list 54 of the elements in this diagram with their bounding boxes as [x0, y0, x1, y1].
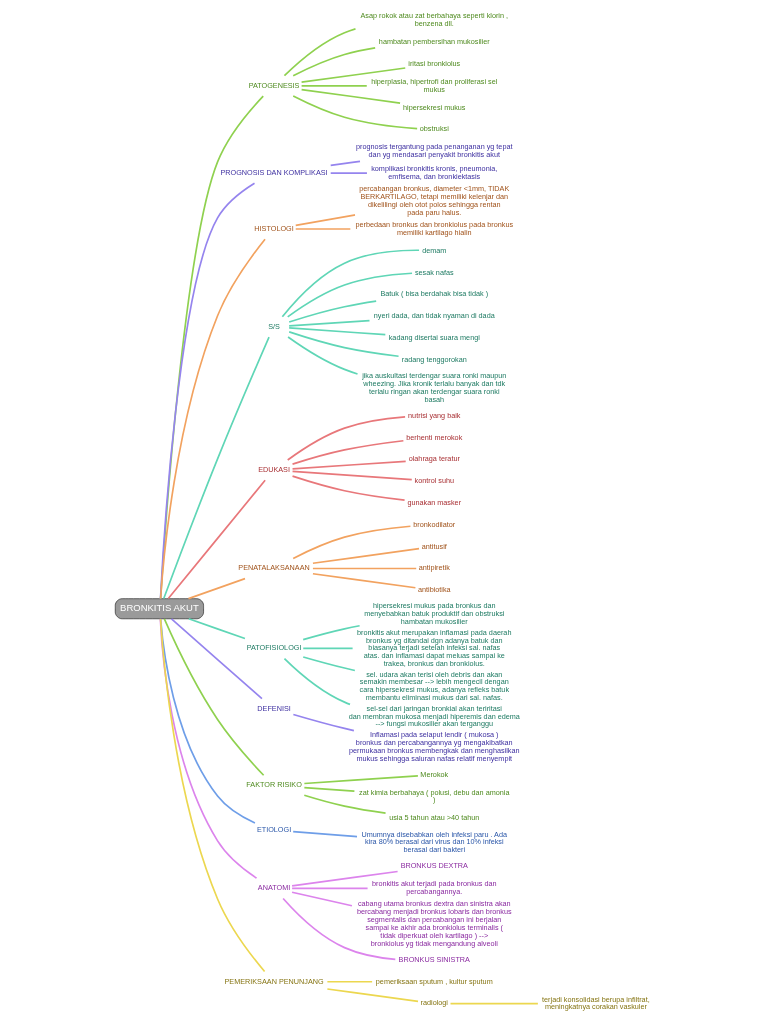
connector: [301, 656, 356, 672]
connector: [159, 618, 257, 879]
connector: [303, 786, 355, 792]
connector: [281, 249, 420, 318]
connector: [167, 479, 266, 600]
connector: [159, 238, 266, 600]
connector: [329, 172, 368, 174]
connector: [287, 331, 399, 358]
connector: [162, 336, 270, 600]
connector: [286, 416, 406, 461]
connector: [290, 887, 368, 890]
connector: [159, 618, 256, 824]
connector: [291, 830, 358, 838]
connector: [311, 572, 416, 589]
connector: [283, 28, 356, 77]
connector: [290, 870, 398, 887]
connector: [301, 647, 353, 650]
connector: [291, 475, 405, 501]
connector: [291, 95, 418, 130]
connector: [170, 618, 263, 700]
connector: [449, 1002, 539, 1005]
connector: [300, 85, 368, 87]
connector: [283, 657, 351, 706]
connector: [294, 214, 356, 227]
connector: [286, 272, 413, 318]
connector: [291, 439, 404, 465]
connector: [287, 300, 377, 323]
connector: [311, 567, 417, 570]
connector: [286, 336, 358, 375]
connector: [300, 88, 401, 104]
node-box: BRONKITIS AKUT: [114, 598, 204, 620]
connector: [302, 794, 386, 814]
connector: [294, 228, 351, 230]
connector: [159, 618, 265, 973]
connector: [291, 525, 411, 560]
connector: [292, 713, 355, 732]
connector: [187, 577, 246, 600]
connector: [300, 67, 406, 83]
connector: [187, 618, 246, 640]
connector: [281, 897, 396, 961]
connector: [291, 470, 413, 481]
connector: [326, 988, 419, 1003]
connector: [287, 319, 370, 327]
connector: [329, 160, 361, 167]
connector: [326, 980, 373, 983]
connector: [290, 891, 353, 907]
connector: [163, 618, 264, 777]
connector: [287, 327, 386, 336]
connector: [301, 624, 360, 641]
connector: [291, 460, 407, 470]
connector: [303, 775, 419, 785]
connector: [159, 182, 255, 600]
connector: [311, 547, 420, 565]
connector: [291, 47, 376, 77]
